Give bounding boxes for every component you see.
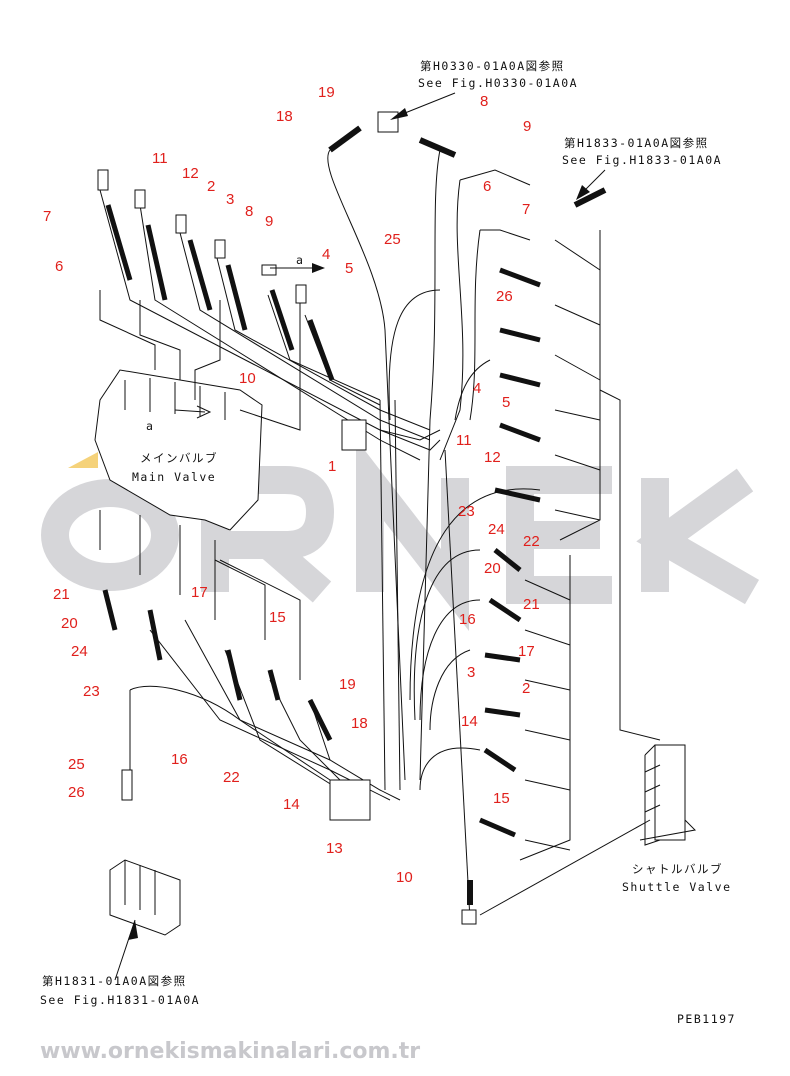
callout: 12	[484, 449, 501, 466]
callout: 16	[459, 611, 476, 628]
callout: 4	[473, 380, 481, 397]
callout: 17	[518, 643, 535, 660]
callout: 11	[456, 432, 472, 449]
callout: 10	[239, 370, 256, 387]
reference-arrow-top	[399, 92, 456, 116]
callout: 26	[68, 784, 85, 801]
callout: 1	[328, 458, 336, 475]
callout: 16	[171, 751, 188, 768]
callout: 25	[384, 231, 401, 248]
main-valve	[94, 369, 263, 531]
callouts: 19 18 8 9 11 12 2 3 8 9 7 6 4 5 25 6 7 2…	[43, 84, 540, 886]
callout: 4	[322, 246, 330, 263]
watermark: www.ornekismakinalari.com.tr	[40, 438, 760, 1064]
callout: 23	[83, 683, 100, 700]
callout: 11	[152, 150, 168, 167]
callout: 15	[269, 609, 286, 626]
callout: 2	[522, 680, 530, 697]
callout: 8	[245, 203, 253, 220]
hoses-upper	[97, 169, 441, 461]
callout: 14	[461, 713, 478, 730]
callout: 19	[339, 676, 356, 693]
arrow-head-icon	[576, 185, 590, 200]
callout: 8	[480, 93, 488, 110]
callout: 6	[483, 178, 491, 195]
callout: 13	[326, 840, 343, 857]
arrow-head-icon	[312, 263, 325, 273]
watermark-url: www.ornekismakinalari.com.tr	[40, 1039, 420, 1064]
callout: 23	[458, 503, 475, 520]
callout: 9	[523, 118, 531, 135]
callout: 5	[345, 260, 353, 277]
shuttle-valve-label-jp: シャトルバルブ	[632, 862, 723, 876]
fittings-right	[461, 187, 661, 925]
callout: 20	[61, 615, 78, 632]
callout: 6	[55, 258, 63, 275]
valve-block-bottom	[109, 859, 181, 981]
callout: 25	[68, 756, 85, 773]
watermark-brand-logo	[41, 438, 760, 632]
reference-top-jp: 第H0330-01A0A図参照	[420, 59, 565, 73]
callout: 22	[223, 769, 240, 786]
callout: 3	[467, 664, 475, 681]
main-valve-label-jp: メインバルブ	[140, 451, 218, 465]
callout: 19	[318, 84, 335, 101]
shuttle-valve	[639, 744, 697, 846]
callout: 17	[191, 584, 208, 601]
reference-bottom-jp: 第H1831-01A0A図参照	[42, 974, 187, 988]
main-valve-label-en: Main Valve	[132, 470, 216, 484]
callout: 21	[53, 586, 70, 603]
arrow-head-icon	[390, 108, 408, 120]
callout: 5	[502, 394, 510, 411]
callout: 18	[351, 715, 368, 732]
callout: 15	[493, 790, 510, 807]
reference-top-en: See Fig.H0330-01A0A	[418, 76, 578, 90]
hoses-center	[327, 111, 541, 921]
callout: 24	[488, 521, 505, 538]
callout: 10	[396, 869, 413, 886]
callout: 24	[71, 643, 88, 660]
reference-right-jp: 第H1833-01A0A図参照	[564, 136, 709, 150]
callout: 21	[523, 596, 540, 613]
callout: 18	[276, 108, 293, 125]
drawing-code: PEB1197	[677, 1012, 736, 1026]
callout: 26	[496, 288, 513, 305]
callout: 9	[265, 213, 273, 230]
view-marker: a	[146, 419, 154, 433]
callout: 7	[522, 201, 530, 218]
logo-triangle-icon	[68, 452, 98, 468]
shuttle-valve-label-en: Shuttle Valve	[622, 880, 732, 894]
callout: 2	[207, 178, 215, 195]
hoses-lower	[99, 510, 401, 821]
reference-bottom-en: See Fig.H1831-01A0A	[40, 993, 200, 1007]
callout: 20	[484, 560, 501, 577]
callout: 12	[182, 165, 199, 182]
callout: 14	[283, 796, 300, 813]
view-arrow-marker: a	[296, 253, 304, 267]
reference-right-en: See Fig.H1833-01A0A	[562, 153, 722, 167]
callout: 3	[226, 191, 234, 208]
callout: 22	[523, 533, 540, 550]
callout: 7	[43, 208, 51, 225]
